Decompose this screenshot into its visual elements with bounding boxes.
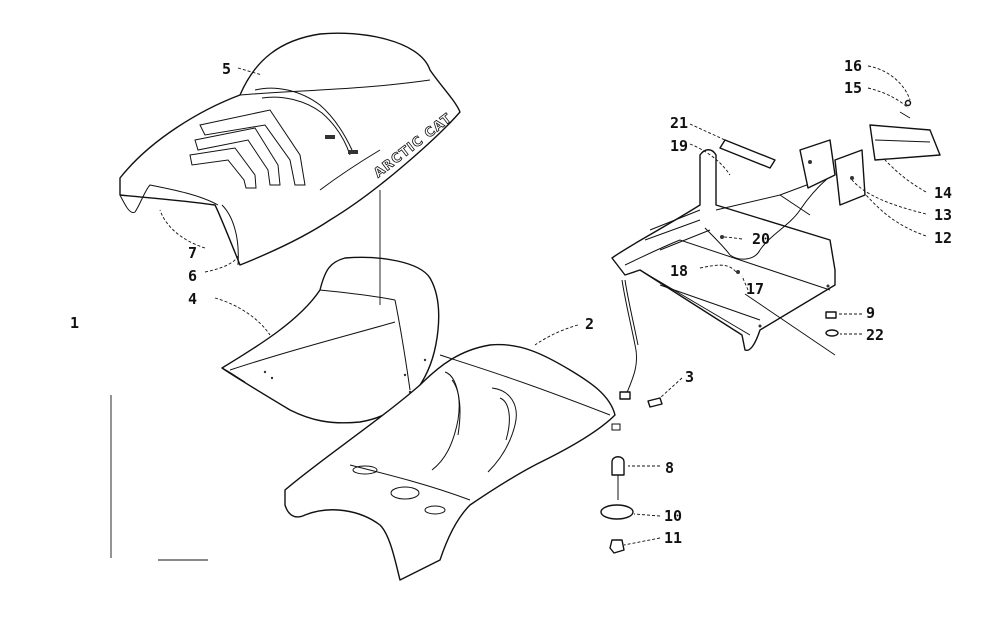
callout-14: 14: [934, 184, 952, 202]
callout-6: 6: [188, 267, 197, 285]
callout-2: 2: [585, 315, 594, 333]
callout-13: 13: [934, 206, 952, 224]
callout-17: 17: [746, 280, 764, 298]
seat-base: [284, 343, 621, 581]
seat-cover: ARCTIC CAT: [119, 32, 461, 266]
reference-bracket: [110, 395, 208, 561]
callout-7: 7: [188, 244, 197, 262]
callout-8: 8: [665, 459, 674, 477]
seat-foam: [221, 256, 440, 424]
callout-3: 3: [685, 368, 694, 386]
callout-22: 22: [866, 326, 884, 344]
callout-9: 9: [866, 304, 875, 322]
callout-12: 12: [934, 229, 952, 247]
cable-harness: [619, 177, 829, 408]
latch-assembly: [719, 99, 941, 206]
callout-20: 20: [752, 230, 770, 248]
callout-labels: 1 2 3 4 5 6 7 8 9 10 11 12 13 14 15 16 1…: [70, 57, 952, 547]
callout-10: 10: [664, 507, 682, 525]
callout-15: 15: [844, 79, 862, 97]
callout-4: 4: [188, 290, 197, 308]
callout-5: 5: [222, 60, 231, 78]
callout-19: 19: [670, 137, 688, 155]
callout-21: 21: [670, 114, 688, 132]
callout-1: 1: [70, 314, 79, 332]
callout-16: 16: [844, 57, 862, 75]
hardware: [600, 235, 839, 554]
callout-11: 11: [664, 529, 682, 547]
leader-lines: [159, 65, 927, 546]
callout-18: 18: [670, 262, 688, 280]
seat-frame: [611, 149, 836, 352]
